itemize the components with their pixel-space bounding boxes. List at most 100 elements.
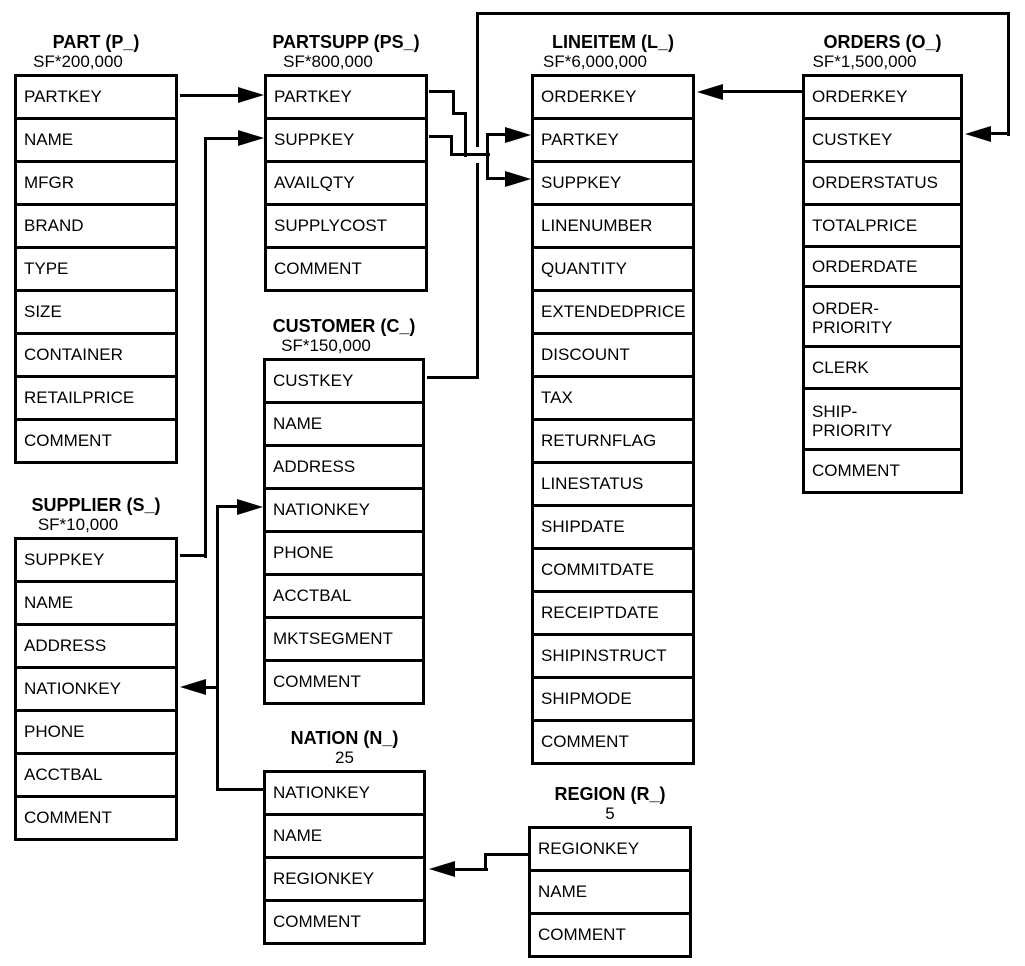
arrowhead-right-icon	[238, 87, 264, 103]
partsupp-row-suppkey: SUPPKEY	[267, 117, 425, 160]
customer-row-address: ADDRESS	[266, 444, 422, 487]
line-segment	[427, 376, 478, 379]
line-segment	[216, 505, 237, 508]
table-orders-cardinality: SF*1,500,000	[812, 52, 917, 71]
orders-row-totalprice: TOTALPRICE	[805, 203, 960, 245]
arrowhead-right-icon	[238, 130, 264, 146]
orders-row-custkey: CUSTKEY	[805, 117, 960, 160]
supplier-row-acctbal: ACCTBAL	[17, 752, 175, 795]
orders-row-ship-priority: SHIP-PRIORITY	[805, 387, 960, 448]
supplier-row-name: NAME	[17, 580, 175, 623]
nation-row-regionkey: REGIONKEY	[266, 856, 423, 899]
partsupp-row-comment: COMMENT	[267, 246, 425, 289]
line-segment	[486, 133, 505, 136]
line-segment	[1007, 12, 1010, 136]
lineitem-row-linenumber: LINENUMBER	[534, 203, 692, 246]
orders-row-clerk: CLERK	[805, 345, 960, 387]
arrowhead-left-icon	[180, 679, 206, 695]
lineitem-row-discount: DISCOUNT	[534, 332, 692, 375]
region-row-comment: COMMENT	[531, 912, 689, 955]
line-segment	[476, 12, 479, 147]
lineitem-row-extendedprice: EXTENDEDPRICE	[534, 289, 692, 332]
orders-row-comment: COMMENT	[805, 448, 960, 491]
supplier-row-suppkey: SUPPKEY	[24, 550, 105, 570]
table-part-title: PART (P_)	[52, 32, 140, 52]
line-segment	[452, 112, 467, 115]
arrowhead-right-icon	[237, 499, 263, 515]
customer-row-custkey: CUSTKEY	[273, 371, 354, 391]
customer-row-nationkey: NATIONKEY	[266, 487, 422, 530]
table-supplier-title: SUPPLIER (S_)	[31, 495, 161, 515]
part-row-brand: BRAND	[17, 203, 175, 246]
part-row-container: CONTAINER	[17, 332, 175, 375]
line-segment	[429, 90, 455, 93]
part-row-size: SIZE	[17, 289, 175, 332]
table-partsupp-cardinality: SF*800,000	[283, 52, 373, 71]
arrowhead-left-icon	[965, 126, 991, 142]
region-row-regionkey: REGIONKEY	[538, 839, 640, 859]
lineitem-row-partkey: PARTKEY	[534, 117, 692, 160]
customer-row-comment: COMMENT	[266, 659, 422, 702]
lineitem-row-commitdate: COMMITDATE	[534, 547, 692, 590]
part-row-name: NAME	[17, 117, 175, 160]
orders-row-orderkey: ORDERKEY	[812, 87, 908, 107]
line-segment	[219, 788, 264, 791]
table-orders-title: ORDERS (O_)	[823, 32, 942, 52]
nation-row-nationkey: NATIONKEY	[273, 783, 370, 803]
table-region-cardinality: 5	[605, 804, 615, 823]
line-segment	[206, 686, 219, 689]
arrowhead-right-icon	[505, 127, 531, 143]
lineitem-row-comment: COMMENT	[534, 719, 692, 762]
line-segment	[180, 554, 206, 557]
nation-row-name: NAME	[266, 813, 423, 856]
lineitem-row-receiptdate: RECEIPTDATE	[534, 590, 692, 633]
table-lineitem-title: LINEITEM (L_)	[552, 32, 674, 52]
lineitem-row-suppkey: SUPPKEY	[534, 160, 692, 203]
customer-row-name: NAME	[266, 401, 422, 444]
table-lineitem-cardinality: SF*6,000,000	[543, 52, 647, 71]
table-supplier-cardinality: SF*10,000	[37, 515, 119, 534]
partsupp-row-partkey: PARTKEY	[274, 87, 352, 107]
lineitem-row-linestatus: LINESTATUS	[534, 461, 692, 504]
part-row-type: TYPE	[17, 246, 175, 289]
line-segment	[204, 137, 207, 558]
table-part-cardinality: SF*200,000	[33, 52, 123, 71]
table-partsupp-title: PARTSUPP (PS_)	[272, 32, 420, 52]
supplier-row-comment: COMMENT	[17, 795, 175, 838]
customer-row-acctbal: ACCTBAL	[266, 573, 422, 616]
table-customer-title: CUSTOMER (C_)	[272, 316, 416, 336]
line-segment	[450, 135, 453, 156]
arrowhead-left-icon	[429, 861, 455, 877]
table-nation-title: NATION (N_)	[290, 728, 399, 748]
line-segment	[486, 177, 505, 180]
orders-row-orderdate: ORDERDATE	[805, 245, 960, 285]
line-segment	[484, 853, 487, 871]
arrowhead-right-icon	[505, 171, 531, 187]
customer-row-mktsegment: MKTSEGMENT	[266, 616, 422, 659]
table-orders: ORDERS (O_) SF*1,500,000 ORDERKEY CUSTKEY…	[802, 33, 963, 494]
part-row-retailprice: RETAILPRICE	[17, 375, 175, 418]
partsupp-row-supplycost: SUPPLYCOST	[267, 203, 425, 246]
part-row-comment: COMMENT	[17, 418, 175, 461]
line-segment	[452, 90, 455, 115]
arrowhead-left-icon	[697, 84, 723, 100]
line-segment	[455, 868, 488, 871]
supplier-row-phone: PHONE	[17, 709, 175, 752]
line-segment	[216, 505, 219, 791]
lineitem-row-returnflag: RETURNFLAG	[534, 418, 692, 461]
lineitem-row-quantity: QUANTITY	[534, 246, 692, 289]
line-segment	[723, 90, 802, 93]
line-segment	[476, 163, 479, 379]
lineitem-row-shipmode: SHIPMODE	[534, 676, 692, 719]
